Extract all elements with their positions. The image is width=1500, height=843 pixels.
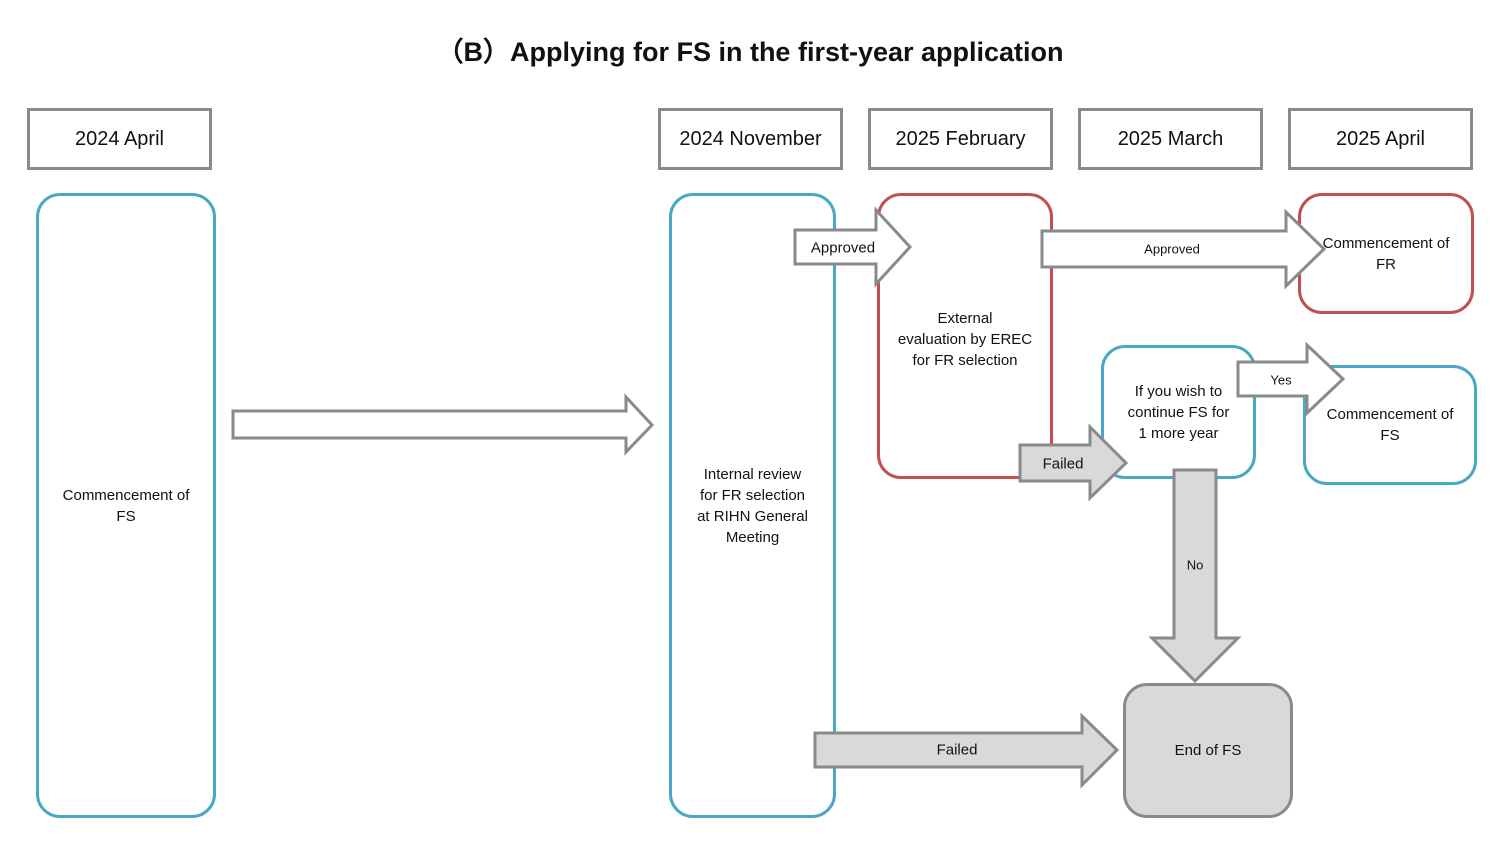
header-2025-february: 2025 February	[868, 108, 1053, 170]
node-external-evaluation: External evaluation by EREC for FR selec…	[877, 193, 1053, 479]
arrow-to-internal-review	[231, 393, 655, 456]
node-continue-fs-label: If you wish to continue FS for 1 more ye…	[1127, 382, 1230, 442]
node-end-of-fs-label: End of FS	[1174, 742, 1242, 759]
node-commencement-fs: Commencement of FS	[36, 193, 216, 818]
node-commencement-fs-again: Commencement of FS	[1303, 365, 1477, 485]
node-internal-review: Internal review for FR selection at RIHN…	[669, 193, 836, 818]
node-commencement-fs-label: Commencement of FS	[62, 486, 190, 525]
arrow-label-no: No	[1186, 557, 1204, 573]
arrow-label-failed-1: Failed	[1042, 455, 1084, 473]
node-internal-review-label: Internal review for FR selection at RIHN…	[697, 465, 808, 546]
arrow-label-approved-2: Approved	[1144, 241, 1200, 257]
header-2025-april: 2025 April	[1288, 108, 1473, 170]
arrow-label-approved-1: Approved	[810, 239, 876, 257]
header-2024-april: 2024 April	[27, 108, 212, 170]
node-external-evaluation-label: External evaluation by EREC for FR selec…	[897, 310, 1033, 369]
page-title: （B）Applying for FS in the first-year app…	[436, 37, 1064, 67]
header-2025-march: 2025 March	[1078, 108, 1263, 170]
node-continue-fs: If you wish to continue FS for 1 more ye…	[1101, 345, 1256, 479]
node-commencement-fr-label: Commencement of FR	[1322, 234, 1450, 273]
arrow-no	[1148, 468, 1242, 684]
arrow-label-failed-2: Failed	[936, 741, 978, 759]
node-end-of-fs: End of FS	[1123, 683, 1293, 818]
arrow-label-yes: Yes	[1270, 372, 1292, 388]
node-commencement-fs-again-label: Commencement of FS	[1326, 406, 1454, 444]
node-commencement-fr: Commencement of FR	[1298, 193, 1474, 314]
header-2024-november: 2024 November	[658, 108, 843, 170]
